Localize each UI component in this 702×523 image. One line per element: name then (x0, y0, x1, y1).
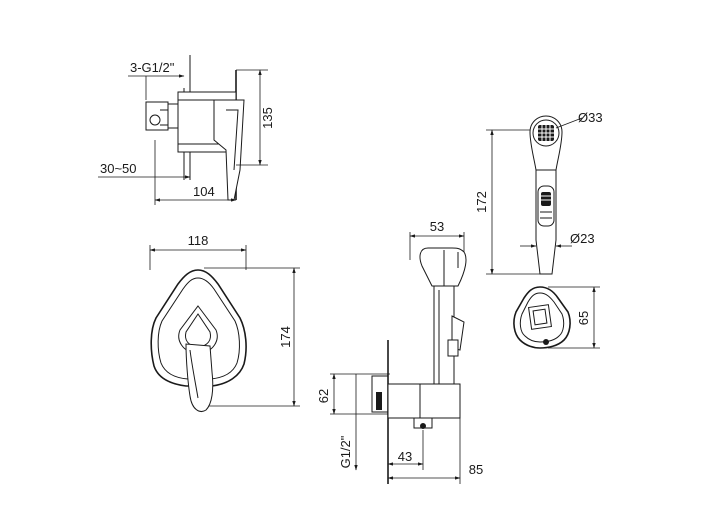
shower-hose-holder-assembly: 53 62 G1/2" 43 85 (316, 219, 483, 484)
holder-height-label: 65 (576, 311, 591, 325)
body-height-label: 135 (260, 107, 275, 129)
spray-length-label: 172 (474, 191, 489, 213)
holder-front-view: 65 (513, 286, 600, 349)
plate-width-label: 118 (188, 233, 209, 248)
hand-spray-view: 172 Ø33 Ø23 (474, 110, 603, 275)
head-diameter-label: Ø33 (578, 110, 603, 125)
connector-thread-label: G1/2" (338, 435, 353, 468)
body-depth-label: 104 (193, 184, 215, 199)
handle-diameter-label: Ø23 (570, 231, 595, 246)
mixer-front-view: 118 174 (149, 233, 300, 412)
spray-nozzle-grid (538, 125, 554, 141)
plate-height-label: 174 (278, 326, 293, 348)
holder-width-label: 53 (430, 219, 444, 234)
outlet-offset-label: 43 (398, 449, 412, 464)
inlet-thread-label: 3-G1/2" (130, 60, 175, 75)
connector-height-label: 62 (316, 389, 331, 403)
mixer-side-view: 135 3-G1/2" 30~50 104 (98, 55, 275, 205)
wall-depth-label: 30~50 (100, 161, 137, 176)
total-depth-label: 85 (469, 462, 483, 477)
